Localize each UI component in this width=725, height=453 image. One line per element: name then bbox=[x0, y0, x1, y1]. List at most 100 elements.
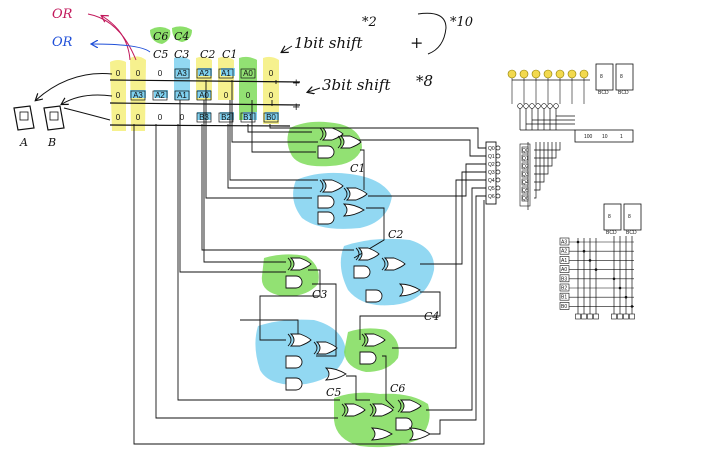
mini-q-pin bbox=[521, 146, 529, 154]
output-pin-label: Q6 bbox=[488, 194, 495, 200]
mini-box-label: 10 bbox=[602, 134, 608, 140]
plus-label: + bbox=[410, 33, 423, 52]
bulb-icon bbox=[519, 69, 529, 79]
svg-text:8: 8 bbox=[620, 74, 623, 80]
and-gate-2b bbox=[317, 211, 335, 225]
panel-input-label: A1 bbox=[561, 258, 567, 264]
column-highlights bbox=[110, 26, 279, 131]
circuit-c6: C6 bbox=[390, 382, 405, 395]
output-pin-label: Q3 bbox=[488, 170, 495, 176]
carry-c2: C2 bbox=[200, 48, 215, 61]
carry-c1: C1 bbox=[222, 48, 237, 61]
panel-output-pin bbox=[617, 313, 623, 320]
circuit-c3: C3 bbox=[312, 288, 327, 301]
output-pin bbox=[495, 145, 501, 151]
svg-text:8: 8 bbox=[608, 214, 611, 220]
row-cell: A0 bbox=[243, 69, 253, 78]
cell-box bbox=[174, 68, 190, 79]
mini-q-pin bbox=[521, 154, 529, 162]
cell-box bbox=[130, 90, 146, 101]
panel-input-label: B3 bbox=[561, 276, 567, 282]
carry-labels-top: C6 C4 C5 C3 C2 C1 bbox=[153, 30, 237, 61]
output-pin bbox=[495, 177, 501, 183]
mini-q-label: Q4 bbox=[522, 180, 529, 186]
carry-c4: C4 bbox=[174, 30, 189, 43]
mini-q-pin bbox=[521, 162, 529, 170]
three-bit-shift-label: 3bit shift bbox=[322, 76, 391, 94]
panel-output-pin bbox=[611, 313, 617, 320]
output-pin bbox=[495, 153, 501, 159]
output-pin-label: Q4 bbox=[488, 178, 495, 184]
row-cell: 0 bbox=[116, 69, 121, 78]
svg-text:8: 8 bbox=[628, 214, 631, 220]
one-bit-shift-label: 1bit shift bbox=[294, 34, 363, 52]
mini-q-pin bbox=[521, 194, 529, 202]
output-pin-label: Q1 bbox=[488, 154, 495, 160]
seven-seg-display-3 bbox=[603, 203, 622, 231]
mini-input-circle bbox=[517, 103, 523, 109]
svg-text:8: 8 bbox=[600, 74, 603, 80]
and-gate-1 bbox=[317, 145, 335, 159]
and-gate-3 bbox=[285, 275, 303, 289]
output-pin bbox=[495, 185, 501, 191]
and-gate-5b bbox=[285, 377, 303, 391]
mini-q-label: Q3 bbox=[522, 172, 529, 178]
mini-q-label: Q2 bbox=[522, 164, 529, 170]
seven-seg-display-2 bbox=[615, 63, 634, 91]
panel-input-label: A0 bbox=[561, 267, 567, 273]
wires bbox=[133, 80, 488, 445]
circuit-c2: C2 bbox=[388, 228, 403, 241]
cell-box bbox=[218, 112, 234, 123]
input-b-icon bbox=[43, 105, 65, 131]
mini-q-label: Q1 bbox=[522, 156, 529, 162]
panel-input-pin bbox=[559, 256, 570, 264]
cell-box bbox=[263, 112, 279, 123]
panel-display-label-1: BCD bbox=[606, 230, 617, 236]
panel-output-pin bbox=[581, 313, 587, 320]
seven-seg-display-1 bbox=[595, 63, 614, 91]
row-cell: 0 bbox=[180, 113, 185, 122]
mini-q-label: Q0 bbox=[522, 148, 529, 154]
row-cell: 0 bbox=[158, 113, 163, 122]
mini-q-label: Q5 bbox=[522, 188, 529, 194]
panel-input-label: B0 bbox=[561, 304, 567, 310]
mini-q-pin bbox=[521, 178, 529, 186]
mini-bcd-converter bbox=[574, 129, 634, 143]
output-pin-label: Q2 bbox=[488, 162, 495, 168]
panel-input-pin bbox=[559, 274, 570, 283]
mini-input-circle bbox=[547, 103, 553, 109]
circuit-c4: C4 bbox=[424, 310, 439, 323]
bulb-icon bbox=[567, 69, 577, 79]
output-pin-label: Q0 bbox=[488, 146, 495, 152]
panel-input-pin bbox=[559, 283, 570, 292]
row-cell: B1 bbox=[243, 113, 253, 122]
or-gate-7b bbox=[409, 427, 431, 441]
mini-input-circle bbox=[541, 103, 547, 109]
panel-input-label: B1 bbox=[561, 295, 567, 301]
circuit-c5: C5 bbox=[326, 386, 341, 399]
panel-output-pin bbox=[623, 313, 629, 320]
mini-input-circle bbox=[535, 103, 541, 109]
output-pin bbox=[495, 161, 501, 167]
carry-c5: C5 bbox=[153, 48, 168, 61]
row-cell: 0 bbox=[136, 113, 141, 122]
times-ten-label: *10 bbox=[450, 15, 473, 30]
mini-display-label-1: BCD bbox=[598, 90, 609, 96]
and-gate-2a bbox=[317, 195, 335, 209]
row-cell: A2 bbox=[155, 91, 165, 100]
panel-input-pin bbox=[559, 292, 570, 301]
or-gate-5 bbox=[325, 367, 347, 381]
circuit-c1: C1 bbox=[350, 162, 365, 175]
panel-input-pin bbox=[559, 237, 570, 246]
output-pin bbox=[495, 193, 501, 199]
row-cell: A2 bbox=[199, 69, 209, 78]
label-a: A bbox=[19, 136, 28, 149]
cell-box bbox=[196, 68, 212, 79]
mini-display-label-2: BCD bbox=[618, 90, 629, 96]
